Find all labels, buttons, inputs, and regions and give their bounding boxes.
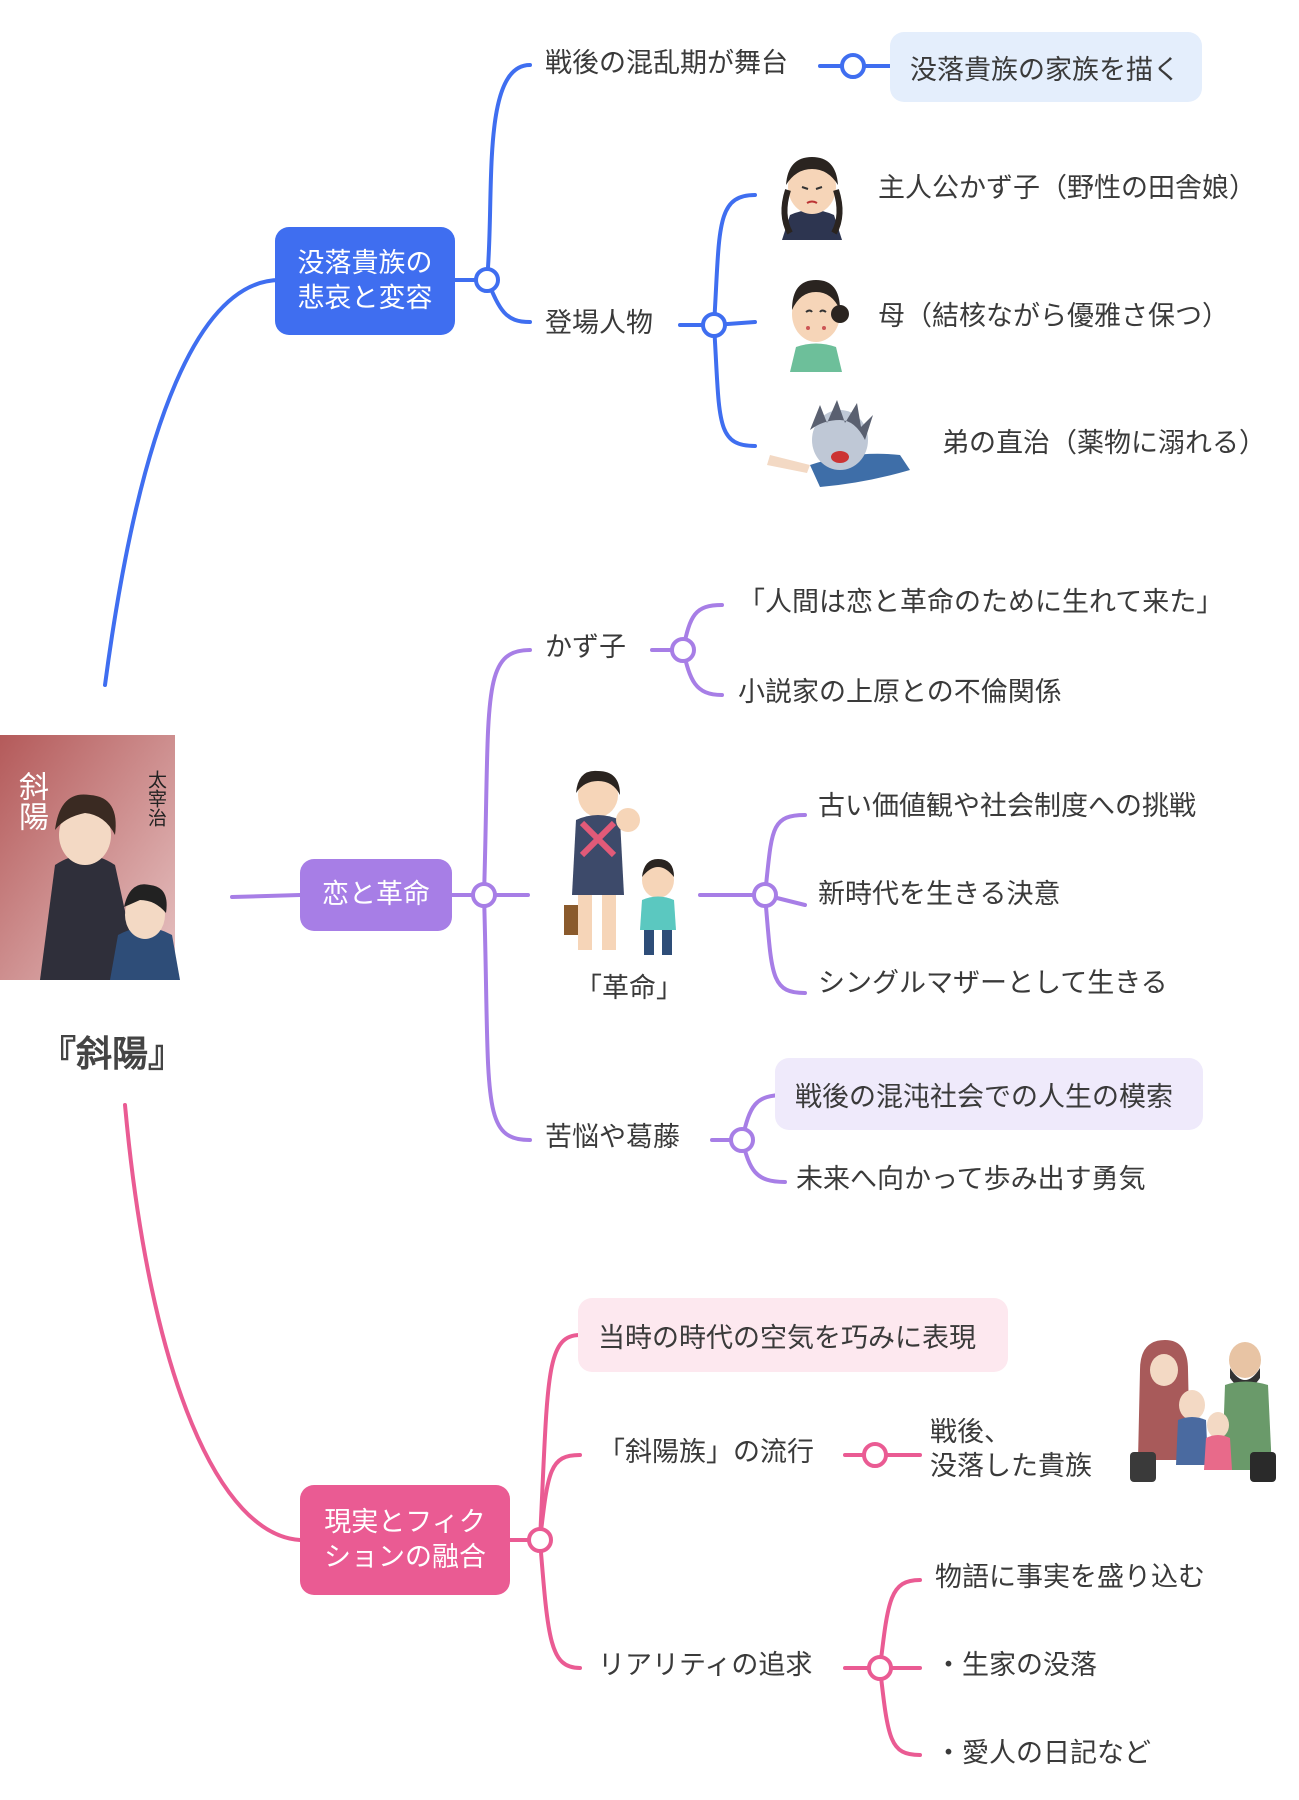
branch1-junction xyxy=(474,267,500,293)
branch1-to-setting xyxy=(485,63,532,282)
trend-detail[interactable]: 戦後、 没落した貴族 xyxy=(930,1417,1092,1482)
single-mother-family-icon xyxy=(558,765,703,964)
branch3-to-reality xyxy=(538,1538,582,1670)
char3-label[interactable]: 弟の直治（薬物に溺れる） xyxy=(942,428,1266,459)
revolution-to-1 xyxy=(763,813,807,897)
characters-to-char3 xyxy=(712,323,757,448)
naoji-figure-icon xyxy=(765,395,915,504)
revolution-single-mother[interactable]: シングルマザーとして生きる xyxy=(818,968,1168,999)
setting-detail-pill[interactable]: 没落貴族の家族を描く xyxy=(890,32,1202,102)
setting-label[interactable]: 戦後の混乱期が舞台 xyxy=(545,48,788,79)
shayozoku-trend-label[interactable]: 「斜陽族」の流行 xyxy=(598,1437,814,1468)
kazuko-label[interactable]: かず子 xyxy=(545,632,626,663)
book-cover-image: 斜陽 太宰治 xyxy=(0,735,200,985)
branch2-to-kazuko xyxy=(482,648,532,897)
kazuko-face-icon xyxy=(772,145,852,244)
kazuko-quote[interactable]: 「人間は恋と革命のために生れて来た」 xyxy=(738,587,1224,618)
setting-junction xyxy=(840,53,866,79)
root-to-branch1-line xyxy=(103,278,282,687)
conflict-label[interactable]: 苦悩や葛藤 xyxy=(545,1122,680,1153)
conflict-junction xyxy=(729,1127,755,1153)
char2-label[interactable]: 母（結核ながら優雅さ保つ） xyxy=(878,301,1229,332)
mother-face-icon xyxy=(776,262,856,376)
branch2-node[interactable]: 恋と革命 xyxy=(300,859,452,931)
conflict-search-pill[interactable]: 戦後の混沌社会での人生の模索 xyxy=(775,1058,1203,1130)
characters-label[interactable]: 登場人物 xyxy=(545,308,653,339)
branch3-to-trend xyxy=(538,1453,582,1542)
kazuko-affair[interactable]: 小説家の上原との不倫関係 xyxy=(738,677,1062,708)
reality-junction xyxy=(867,1655,893,1681)
reality-to-1 xyxy=(878,1578,922,1670)
branch2-junction xyxy=(471,882,497,908)
char1-label[interactable]: 主人公かず子（野性の田舎娘） xyxy=(878,173,1256,204)
branch3-junction xyxy=(527,1527,553,1553)
reality-label[interactable]: リアリティの追求 xyxy=(598,1650,813,1681)
root-to-branch2-line xyxy=(230,893,302,899)
trend-junction xyxy=(862,1442,888,1468)
conflict-courage[interactable]: 未来へ向かって歩み出す勇気 xyxy=(796,1164,1146,1195)
revolution-junction xyxy=(752,882,778,908)
revolution-resolve[interactable]: 新時代を生きる決意 xyxy=(818,879,1061,910)
characters-junction xyxy=(701,312,727,338)
reality-family-decline[interactable]: ・生家の没落 xyxy=(935,1650,1097,1681)
branch2-to-conflict xyxy=(482,893,532,1142)
branch3-to-air xyxy=(538,1333,582,1542)
era-air-pill[interactable]: 当時の時代の空気を巧みに表現 xyxy=(578,1298,1008,1372)
revolution-challenge[interactable]: 古い価値観や社会制度への挑戦 xyxy=(818,791,1196,822)
root-title: 『斜陽』 xyxy=(40,1034,185,1075)
cover-author: 太宰治 xyxy=(145,770,167,827)
root-to-branch3-line xyxy=(123,1103,302,1542)
branch1-node[interactable]: 没落貴族の 悲哀と変容 xyxy=(275,227,455,335)
kazuko-junction xyxy=(670,637,696,663)
revolution-to-3 xyxy=(763,893,807,995)
reality-facts[interactable]: 物語に事実を盛り込む xyxy=(935,1562,1205,1593)
refugee-family-icon xyxy=(1130,1330,1280,1494)
revolution-caption: 「革命」 xyxy=(575,973,683,1004)
cover-title: 斜陽 xyxy=(13,771,48,831)
branch3-node[interactable]: 現実とフィク ションの融合 xyxy=(300,1485,510,1595)
reality-to-3 xyxy=(878,1666,922,1757)
reality-lover-diary[interactable]: ・愛人の日記など xyxy=(935,1738,1151,1769)
characters-to-char1 xyxy=(712,193,757,327)
